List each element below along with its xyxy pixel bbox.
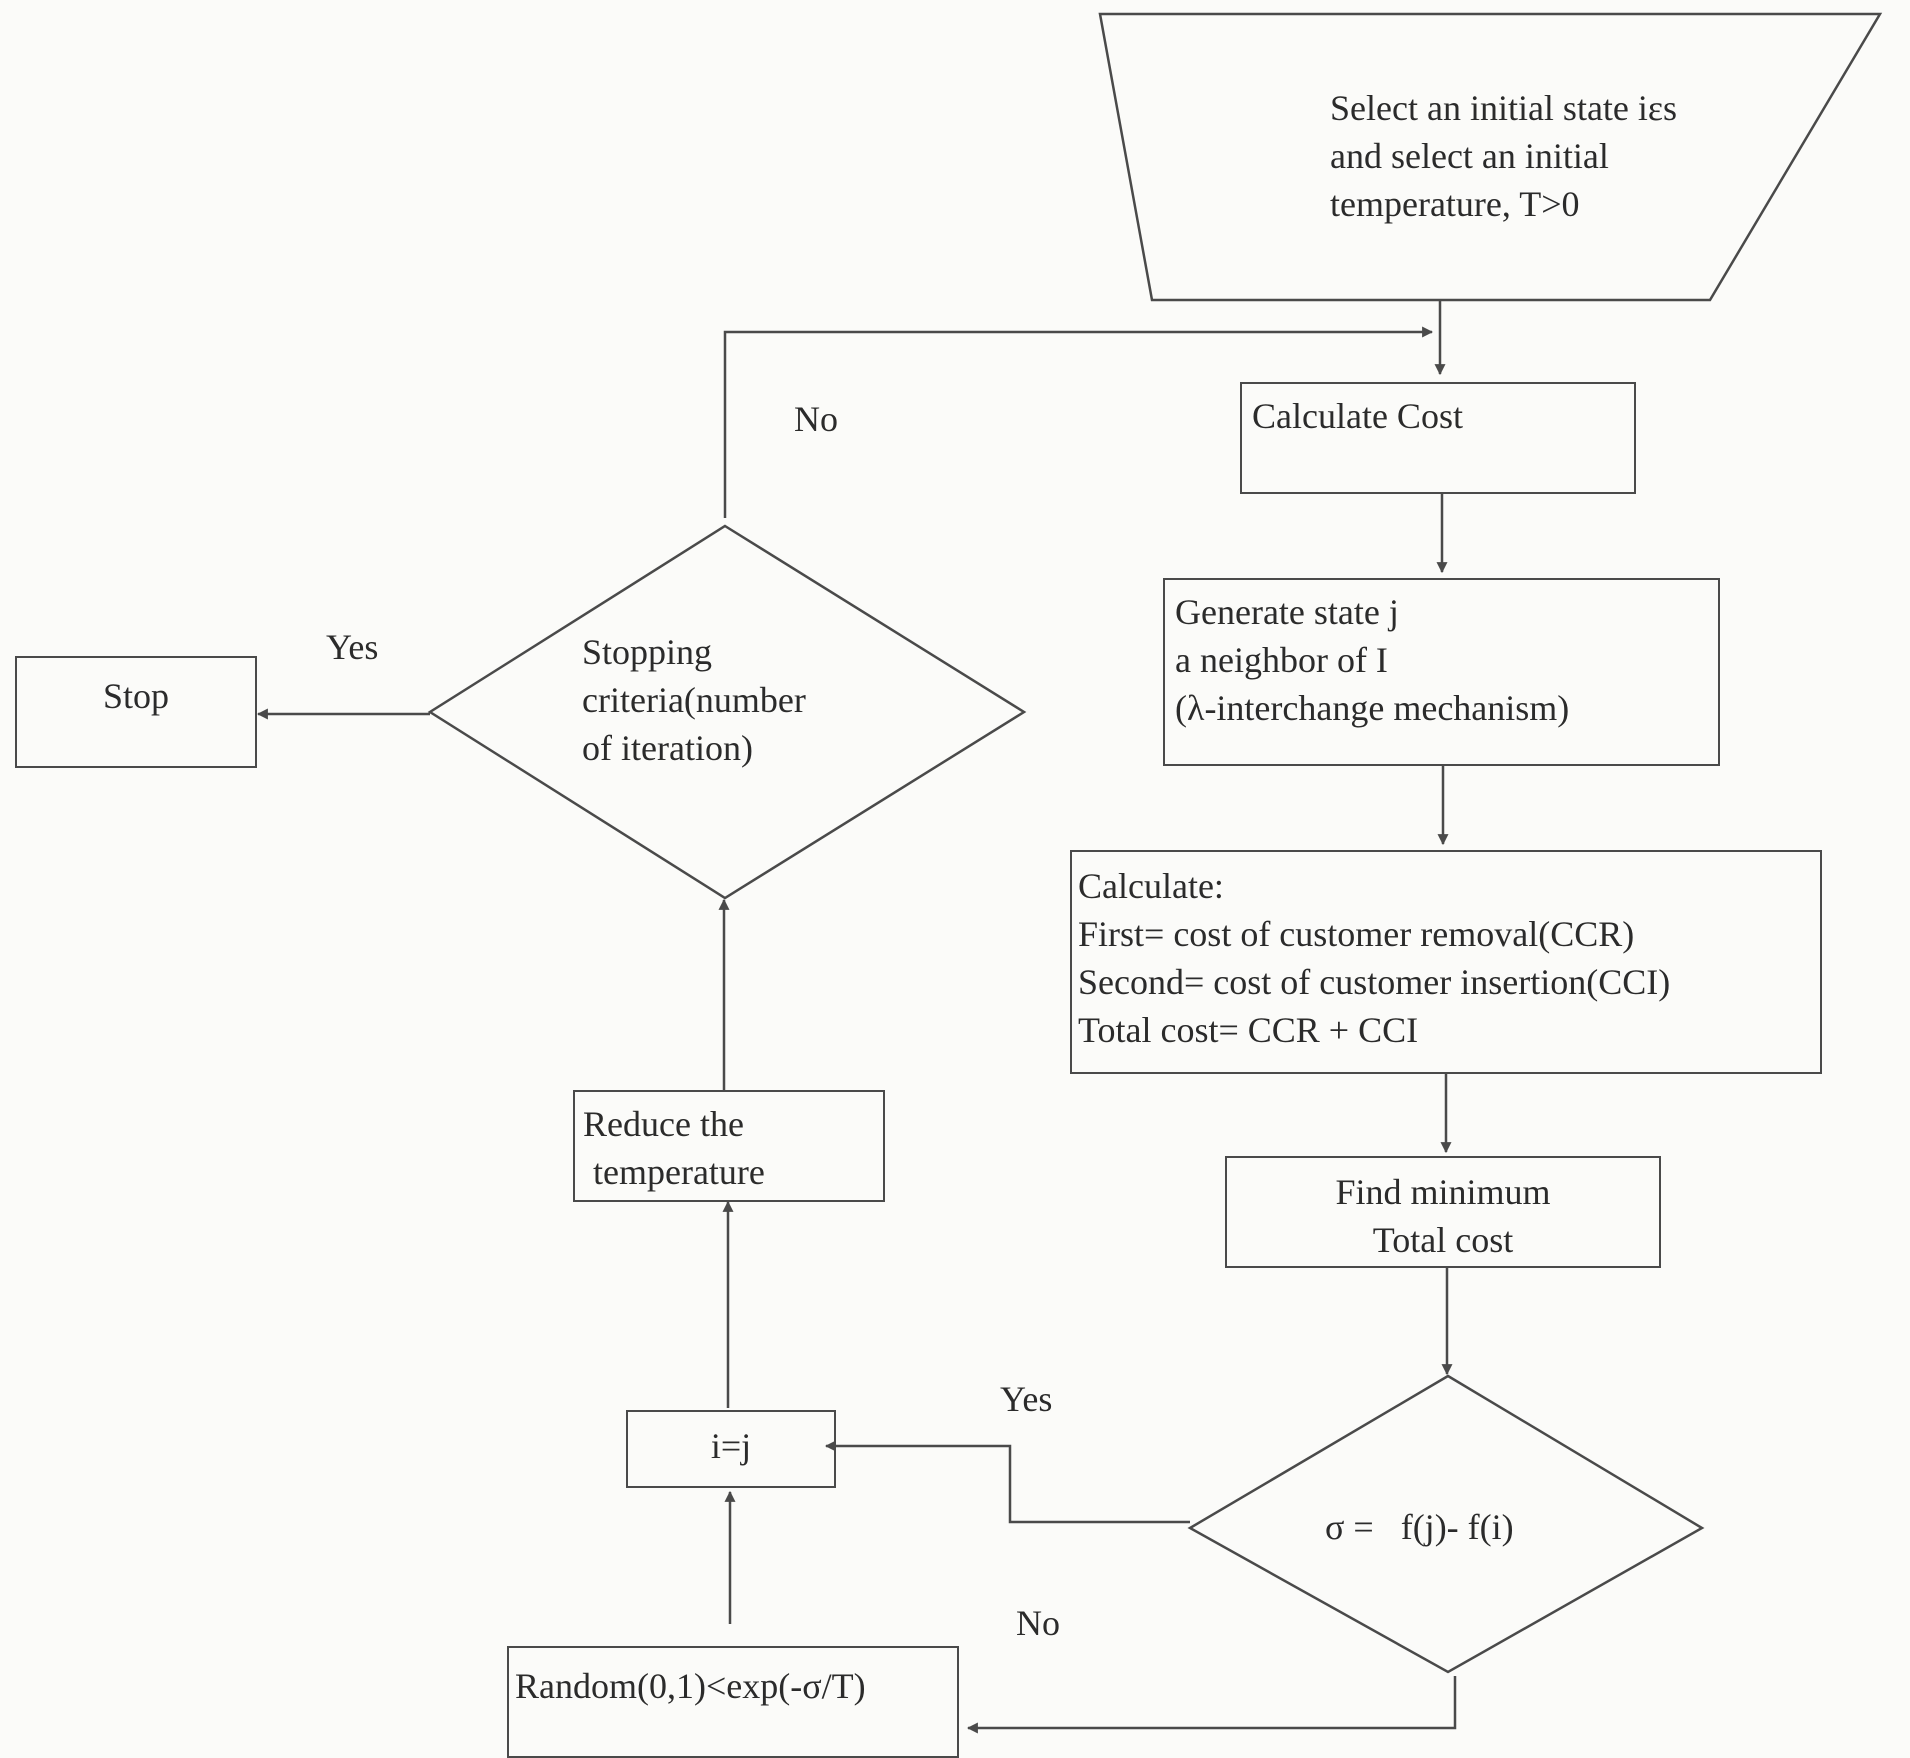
reduce-line-2: temperature [593, 1152, 765, 1192]
arrow-sigma-yes-to-assign [824, 1440, 1190, 1524]
random-condition-box: Random(0,1)<exp(-σ/T) [507, 1646, 959, 1758]
arrow-sigma-no-to-random [966, 1676, 1457, 1734]
reduce-temperature-box: Reduce the temperature [573, 1090, 885, 1202]
start-parallelogram-shape [1098, 12, 1883, 302]
sigma-diamond-shape [1187, 1374, 1705, 1674]
calculate-cost-box: Calculate Cost [1240, 382, 1636, 494]
stopping-line-3: of iteration) [582, 728, 753, 768]
stopping-criteria-text: Stopping criteria(number of iteration) [582, 628, 806, 772]
yes-sigma-label: Yes [1000, 1379, 1053, 1419]
no-loop-label: No [794, 399, 838, 439]
stopping-line-1: Stopping [582, 632, 713, 672]
stop-text: Stop [102, 676, 170, 716]
stopping-line-2: criteria(number [582, 680, 806, 720]
calculate-line-4: Total cost= CCR + CCI [1078, 1010, 1419, 1050]
find-min-line-1: Find minimum [1335, 1172, 1551, 1212]
calculate-cost-text: Calculate Cost [1252, 396, 1463, 436]
stop-box: Stop [15, 656, 257, 768]
yes-stop-label: Yes [326, 627, 379, 667]
calculate-line-1: Calculate: [1078, 866, 1224, 906]
generate-line-1: Generate state j [1175, 592, 1399, 632]
reduce-line-1: Reduce the [583, 1104, 744, 1144]
calculate-costs-box: Calculate: First= cost of customer remov… [1070, 850, 1822, 1074]
generate-line-2: a neighbor of I [1175, 640, 1388, 680]
assign-text: i=j [710, 1426, 752, 1466]
start-node-text: Select an initial state iεs and select a… [1330, 84, 1677, 228]
stopping-diamond-shape [427, 524, 1027, 900]
find-min-line-2: Total cost [1372, 1220, 1514, 1260]
generate-state-box: Generate state j a neighbor of I (λ-inte… [1163, 578, 1720, 766]
start-line-2: and select an initial [1330, 136, 1609, 176]
generate-line-3: (λ-interchange mechanism) [1175, 688, 1570, 728]
no-sigma-label: No [1016, 1603, 1060, 1643]
random-text: Random(0,1)<exp(-σ/T) [515, 1666, 866, 1706]
start-line-1: Select an initial state iεs [1330, 88, 1678, 128]
assign-box: i=j [626, 1410, 836, 1488]
start-line-3: temperature, T>0 [1330, 184, 1580, 224]
calculate-line-2: First= cost of customer removal(CCR) [1078, 914, 1635, 954]
find-minimum-box: Find minimum Total cost [1225, 1156, 1661, 1268]
sigma-diamond-text: σ = f(j)- f(i) [1325, 1507, 1514, 1547]
calculate-line-3: Second= cost of customer insertion(CCI) [1078, 962, 1671, 1002]
arrow-stopping-no-loop [723, 326, 1434, 518]
